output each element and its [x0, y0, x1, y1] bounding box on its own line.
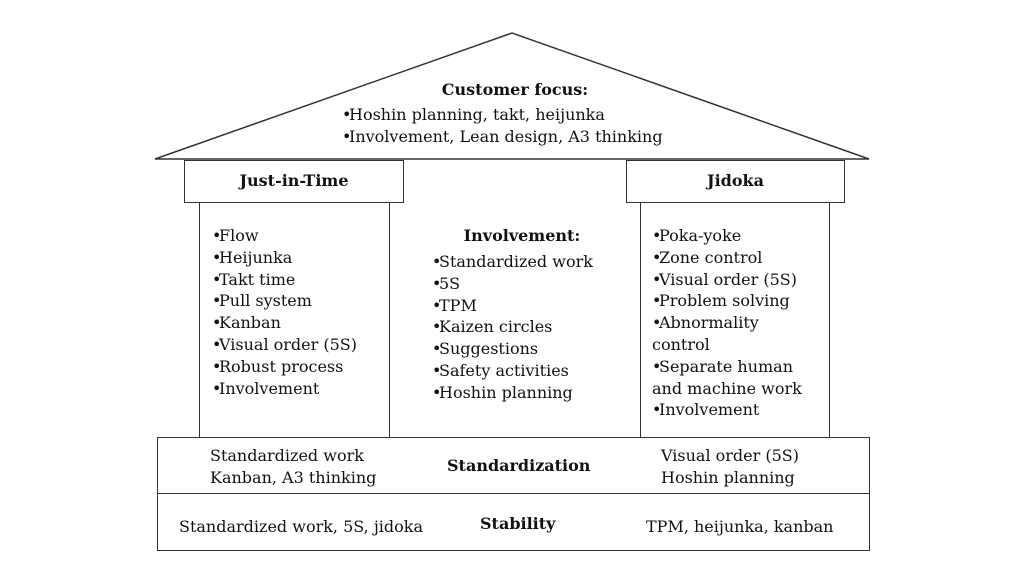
roof-line-1: •Hoshin planning, takt, heijunka: [342, 104, 605, 126]
left-pillar-capital: Just-in-Time: [184, 160, 404, 203]
stability-left: Standardized work, 5S, jidoka: [179, 517, 424, 536]
list-item: •Abnormality control: [652, 312, 772, 356]
list-item-text: Visual order (5S): [219, 334, 357, 354]
standardization-left-line: Standardized work: [210, 446, 364, 465]
list-item: •Heijunka: [212, 247, 389, 269]
roof-line-text: Involvement, Lean design, A3 thinking: [349, 127, 663, 146]
bullet: •: [432, 252, 442, 271]
standardization-right-line: Visual order (5S): [661, 446, 799, 465]
stability-right: TPM, heijunka, kanban: [646, 517, 834, 536]
bullet: •: [342, 127, 352, 146]
list-item: •Hoshin planning: [432, 382, 612, 404]
list-item-text: Suggestions: [439, 339, 539, 359]
bullet: •: [652, 313, 662, 333]
bullet: •: [212, 269, 222, 289]
bullet: •: [652, 269, 662, 289]
bullet: •: [212, 334, 222, 354]
list-item-text: Robust process: [219, 356, 344, 376]
list-item: •Visual order (5S): [212, 334, 389, 356]
bullet: •: [652, 291, 662, 311]
list-item: •Visual order (5S): [652, 269, 823, 291]
list-item-text: Visual order (5S): [659, 269, 797, 289]
list-item: •Separate human and machine work: [652, 356, 822, 400]
standardization-title: Standardization: [447, 456, 591, 475]
center-list: •Standardized work •5S •TPM •Kaizen circ…: [432, 251, 612, 404]
left-pillar-title: Just-in-Time: [239, 171, 349, 190]
bullet: •: [432, 339, 442, 359]
bullet: •: [432, 382, 442, 402]
bullet: •: [432, 360, 442, 380]
roof-line-text: Hoshin planning, takt, heijunka: [349, 105, 605, 124]
list-item-text: Kaizen circles: [439, 317, 553, 337]
right-pillar-list: •Poka-yoke •Zone control •Visual order (…: [652, 225, 823, 421]
list-item-text: Separate human and machine work: [652, 356, 802, 398]
list-item-text: TPM: [439, 295, 477, 315]
list-item: •5S: [432, 273, 612, 295]
bullet: •: [212, 291, 222, 311]
standardization-band: Standardized work Kanban, A3 thinking St…: [157, 437, 870, 495]
stability-title: Stability: [480, 514, 556, 533]
left-pillar-list: •Flow •Heijunka •Takt time •Pull system …: [212, 225, 389, 399]
list-item-text: Problem solving: [659, 291, 790, 311]
standardization-right-line: Hoshin planning: [661, 468, 795, 487]
list-item: •Flow: [212, 225, 389, 247]
bullet: •: [342, 105, 352, 124]
center-title: Involvement:: [463, 226, 581, 245]
standardization-right: Visual order (5S) Hoshin planning: [661, 445, 799, 489]
list-item: •Pull system: [212, 290, 389, 312]
right-pillar: •Poka-yoke •Zone control •Visual order (…: [640, 202, 830, 438]
list-item: •Safety activities: [432, 360, 612, 382]
bullet: •: [432, 295, 442, 315]
standardization-left: Standardized work Kanban, A3 thinking: [210, 445, 376, 489]
list-item: •Robust process: [212, 356, 389, 378]
roof-line-2: •Involvement, Lean design, A3 thinking: [342, 126, 663, 148]
list-item: •Zone control: [652, 247, 823, 269]
list-item-text: Poka-yoke: [659, 226, 742, 245]
list-item-text: 5S: [439, 273, 461, 293]
list-item: •TPM: [432, 295, 612, 317]
list-item-text: Safety activities: [439, 360, 569, 380]
list-item: •Standardized work: [432, 251, 612, 273]
list-item-text: Flow: [219, 226, 259, 245]
bullet: •: [652, 356, 662, 376]
bullet: •: [212, 356, 222, 376]
list-item-text: Kanban: [219, 313, 281, 333]
list-item-text: Abnormality control: [652, 313, 759, 354]
list-item-text: Standardized work: [439, 252, 593, 271]
roof-title: Customer focus:: [441, 80, 589, 99]
bullet: •: [212, 313, 222, 333]
list-item-text: Takt time: [219, 269, 296, 289]
left-pillar: •Flow •Heijunka •Takt time •Pull system …: [199, 202, 390, 438]
bullet: •: [652, 247, 662, 267]
list-item-text: Involvement: [219, 378, 320, 398]
list-item-text: Involvement: [659, 400, 760, 420]
list-item-text: Pull system: [219, 291, 312, 311]
list-item: •Poka-yoke: [652, 225, 823, 247]
bullet: •: [212, 226, 222, 245]
bullet: •: [212, 378, 222, 398]
standardization-left-line: Kanban, A3 thinking: [210, 468, 377, 487]
right-pillar-capital: Jidoka: [626, 160, 845, 203]
list-item: •Suggestions: [432, 338, 612, 360]
list-item: •Problem solving: [652, 290, 823, 312]
list-item: •Kanban: [212, 312, 389, 334]
list-item-text: Zone control: [659, 247, 763, 267]
list-item: •Takt time: [212, 269, 389, 291]
list-item-text: Heijunka: [219, 247, 293, 267]
stability-band: Standardized work, 5S, jidoka Stability …: [157, 493, 870, 551]
bullet: •: [432, 273, 442, 293]
right-pillar-title: Jidoka: [707, 171, 764, 190]
list-item: •Involvement: [212, 378, 389, 400]
bullet: •: [432, 317, 442, 337]
center-involvement: Involvement: •Standardized work •5S •TPM…: [432, 226, 612, 404]
bullet: •: [212, 247, 222, 267]
bullet: •: [652, 400, 662, 420]
bullet: •: [652, 226, 662, 245]
list-item: •Involvement: [652, 399, 823, 421]
list-item: •Kaizen circles: [432, 316, 612, 338]
list-item-text: Hoshin planning: [439, 382, 573, 402]
